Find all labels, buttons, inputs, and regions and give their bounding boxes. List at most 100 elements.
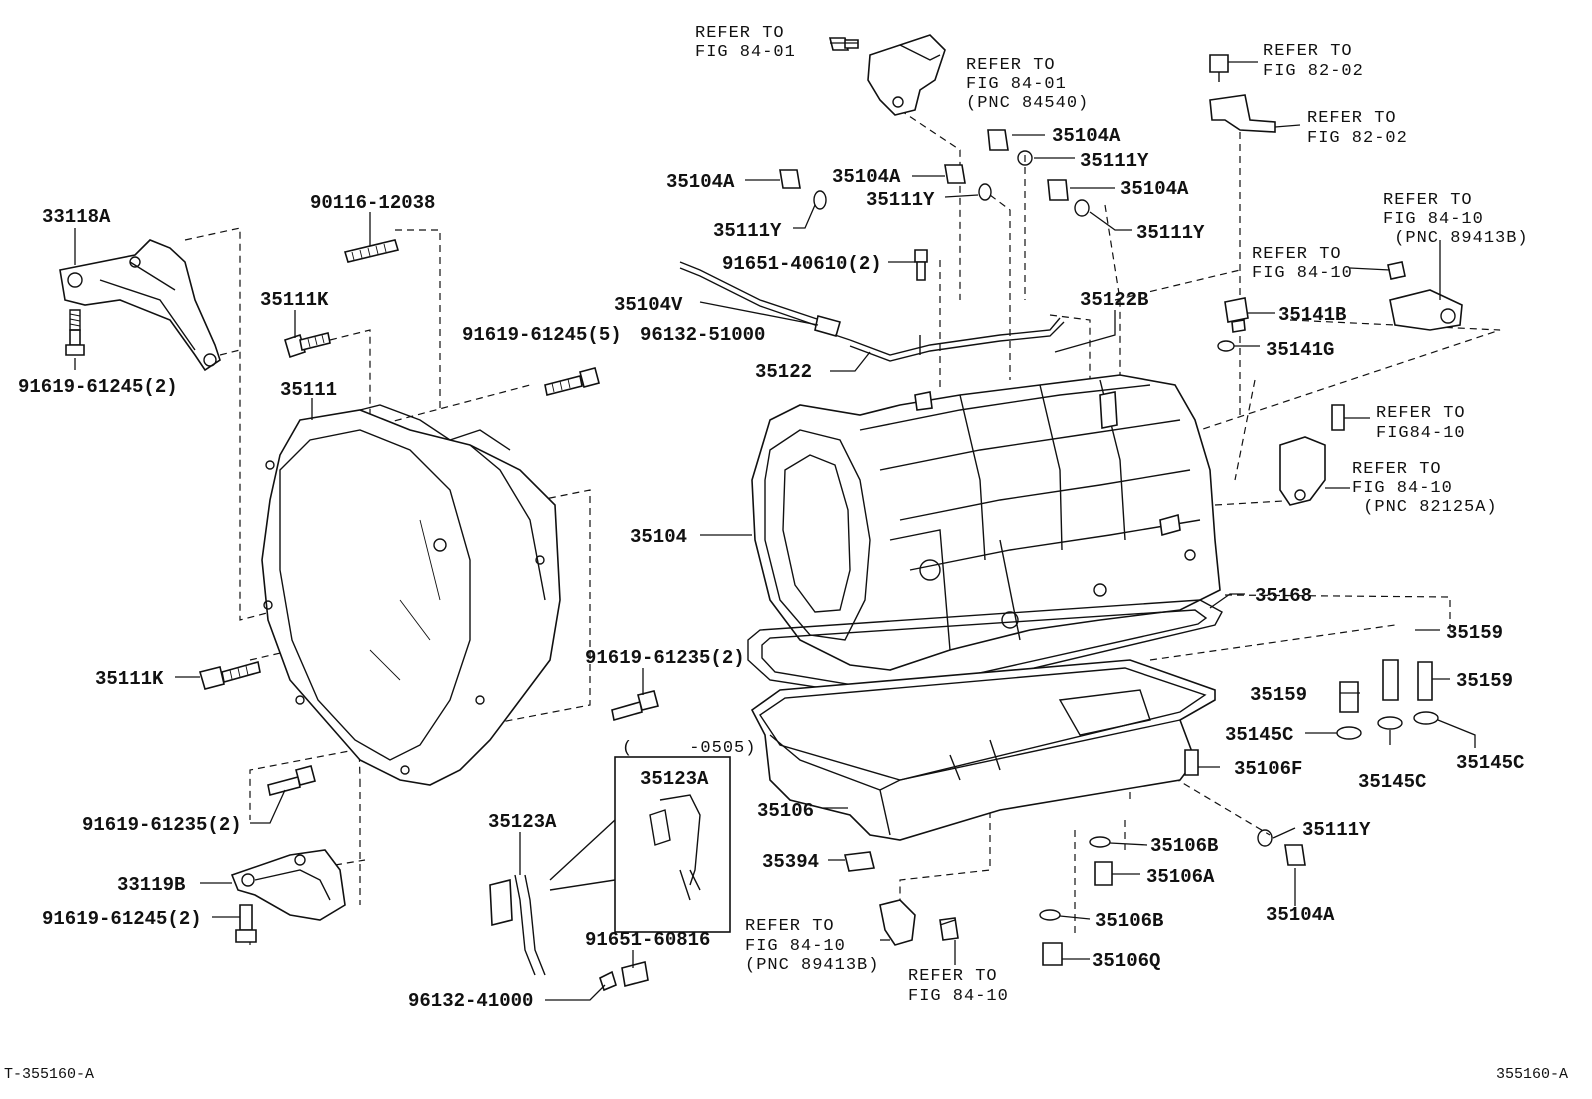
- filler-tube-35123a-icon: [489, 874, 649, 992]
- label-33119b: 33119B: [117, 874, 185, 896]
- dipstick-35104v-icon: [679, 261, 841, 337]
- label-35106q: 35106Q: [1092, 950, 1160, 972]
- ref-note-6-line-2: FIG 84-10: [1252, 264, 1353, 283]
- sensor-84540-icon: [828, 34, 946, 116]
- bolt-91619-61235-upper-icon: [611, 690, 659, 722]
- ref-note-6-line-1: REFER TO: [1252, 245, 1342, 264]
- leader-lines: [74, 42, 1476, 1001]
- plug-35159-icon: [1336, 659, 1439, 740]
- label-35145c-c: 35145C: [1456, 752, 1524, 774]
- ref-note-9-line-3: (PNC 89413B): [745, 956, 879, 975]
- label-35141g: 35141G: [1266, 339, 1334, 361]
- label-35159-b: 35159: [1250, 684, 1307, 706]
- oil-pan-35106-icon: [750, 659, 1216, 841]
- label-91619-61235-2-a: 91619-61235(2): [585, 647, 745, 669]
- sensor-89413b-lower-icon: [879, 899, 959, 946]
- label-35141b: 35141B: [1278, 304, 1346, 326]
- bolt-91651-40610-icon: [914, 249, 928, 281]
- label-91619-61245-2-bottom: 91619-61245(2): [42, 908, 202, 930]
- label-35106b-a: 35106B: [1150, 835, 1218, 857]
- part-labels: 33118A 90116-12038 35111K 91619-61245(2)…: [18, 125, 1524, 1012]
- ref-note-7-line-1: REFER TO: [1376, 404, 1466, 423]
- bracket-82-02-icon: [1209, 54, 1276, 133]
- label-35159-c: 35159: [1456, 670, 1513, 692]
- ref-note-5-line-2: FIG 84-10: [1383, 210, 1484, 229]
- ref-note-2-line-1: REFER TO: [966, 56, 1056, 75]
- inset-box: [549, 756, 731, 933]
- sensor-89413b-upper-icon: [1387, 261, 1463, 331]
- label-35168: 35168: [1255, 585, 1312, 607]
- label-35123a-b: 35123A: [640, 768, 709, 790]
- label-96132-51000: 96132-51000: [640, 324, 765, 346]
- ref-note-4-line-2: FIG 82-02: [1307, 129, 1408, 148]
- ref-note-1-line-1: REFER TO: [695, 24, 785, 43]
- reference-notes: REFER TO FIG 84-01 REFER TO FIG 84-01 (P…: [695, 24, 1529, 1006]
- label-35111k-bottom: 35111K: [95, 668, 164, 690]
- label-91619-61245-2-top: 91619-61245(2): [18, 376, 178, 398]
- ref-note-8-line-1: REFER TO: [1352, 460, 1442, 479]
- ref-note-3-line-1: REFER TO: [1263, 42, 1353, 61]
- label-35111y-e: 35111Y: [1302, 819, 1371, 841]
- plug-35104a-lower-icon: [1257, 829, 1306, 866]
- label-35111y-a: 35111Y: [713, 220, 782, 242]
- sensor-82125a-icon: [1279, 404, 1345, 506]
- label-96132-41000: 96132-41000: [408, 990, 533, 1012]
- ref-note-8-line-2: FIG 84-10: [1352, 479, 1453, 498]
- label-35104a-a: 35104A: [666, 171, 735, 193]
- ref-note-3-line-2: FIG 82-02: [1263, 62, 1364, 81]
- plug-35104a-icon: [779, 129, 1090, 217]
- label-91651-40610-2: 91651-40610(2): [722, 253, 882, 275]
- ref-note-9-line-2: FIG 84-10: [745, 937, 846, 956]
- ref-note-8-line-3: (PNC 82125A): [1352, 498, 1498, 517]
- ref-note-5-line-1: REFER TO: [1383, 191, 1473, 210]
- bolt-91619-61235-lower-icon: [267, 765, 316, 796]
- bolt-35111k-bottom-icon: [198, 660, 261, 690]
- bolt-35111k-top-icon: [284, 332, 331, 359]
- label-35104v: 35104V: [614, 294, 683, 316]
- ref-note-7-line-2: FIG84-10: [1376, 424, 1466, 443]
- label-35104a-d: 35104A: [1120, 178, 1189, 200]
- transmission-case-35104-icon: [751, 374, 1221, 671]
- label-35104a-c: 35104A: [1052, 125, 1121, 147]
- footer: T-355160-A 355160-A: [4, 1066, 1568, 1083]
- label-35111y-b: 35111Y: [866, 189, 935, 211]
- label-35123a-a: 35123A: [488, 811, 557, 833]
- ref-note-10-line-2: FIG 84-10: [908, 987, 1009, 1006]
- label-35394: 35394: [762, 851, 819, 873]
- label-35145c-b: 35145C: [1358, 771, 1426, 793]
- label-35145c-a: 35145C: [1225, 724, 1293, 746]
- drain-plug-35106-icon: [1039, 836, 1113, 966]
- label-35111k-top: 35111K: [260, 289, 329, 311]
- footer-right-code: 355160-A: [1496, 1066, 1568, 1083]
- label-35104a-e: 35104A: [1266, 904, 1335, 926]
- label-35122b: 35122B: [1080, 289, 1148, 311]
- bolt-91619-61245-bottom-icon: [235, 904, 257, 943]
- label-90116-12038: 90116-12038: [310, 192, 435, 214]
- label-91619-61245-5: 91619-61245(5): [462, 324, 622, 346]
- ref-note-2-line-2: FIG 84-01: [966, 75, 1067, 94]
- bracket-33119b-icon: [230, 849, 346, 921]
- stud-90116-12038-icon: [343, 239, 400, 263]
- ref-note-2-line-3: (PNC 84540): [966, 94, 1089, 113]
- bolt-91619-61245-top-icon: [65, 309, 85, 356]
- footer-left-code: T-355160-A: [4, 1066, 94, 1083]
- label-35111: 35111: [280, 379, 337, 401]
- label-35122: 35122: [755, 361, 812, 383]
- label-35106f: 35106F: [1234, 758, 1302, 780]
- ref-note-1-line-2: FIG 84-01: [695, 43, 796, 62]
- label-35111y-d: 35111Y: [1136, 222, 1205, 244]
- ref-note-9-line-1: REFER TO: [745, 917, 835, 936]
- ref-note-10-line-1: REFER TO: [908, 967, 998, 986]
- tube-35122-icon: [849, 317, 1065, 362]
- label-35104: 35104: [630, 526, 687, 548]
- gasket-35168-icon: [747, 599, 1223, 701]
- label-91651-60816: 91651-60816: [585, 929, 710, 951]
- bolt-91619-61245-5-icon: [544, 367, 600, 396]
- label-35159-a: 35159: [1446, 622, 1503, 644]
- label-35104a-b: 35104A: [832, 166, 901, 188]
- ref-note-5-line-3: (PNC 89413B): [1383, 229, 1529, 248]
- transmission-housing-35111-icon: [261, 404, 561, 786]
- label-33118a: 33118A: [42, 206, 111, 228]
- label-35106b-b: 35106B: [1095, 910, 1163, 932]
